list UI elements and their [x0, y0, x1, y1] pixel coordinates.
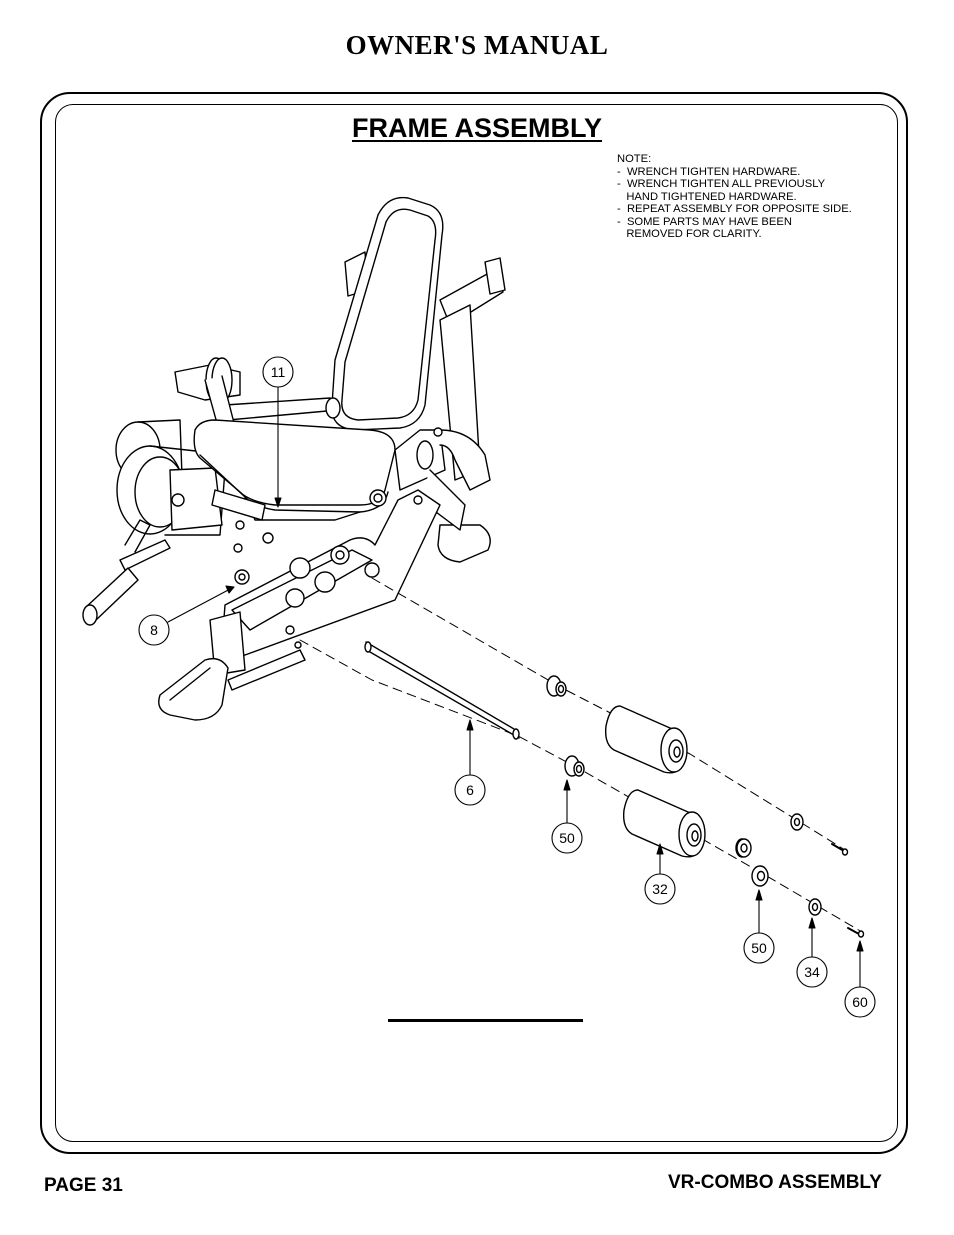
note-line: - REPEAT ASSEMBLY FOR OPPOSITE SIDE. — [617, 203, 852, 215]
part-washer-hole — [811, 902, 819, 912]
document-name: VR-COMBO ASSEMBLY — [668, 1172, 882, 1193]
callout-label: 8 — [150, 622, 158, 638]
part-washer-hole — [793, 817, 801, 827]
part-bolt — [831, 843, 849, 856]
manual-title: OWNER'S MANUAL — [345, 30, 609, 60]
callout-60: 60 — [844, 986, 876, 1018]
note-line: HAND TIGHTENED HARDWARE. — [617, 190, 797, 203]
callout-label: 50 — [751, 940, 767, 956]
part-bushing — [751, 865, 769, 887]
callout-50-left: 50 — [551, 822, 583, 854]
callout-50-right: 50 — [743, 932, 775, 964]
callout-label: 50 — [559, 830, 575, 846]
callout-34: 34 — [796, 956, 828, 988]
callout-label: 6 — [466, 782, 474, 798]
part-rod — [364, 641, 520, 740]
part-bushing-hole — [756, 870, 766, 882]
callout-label: 11 — [271, 364, 286, 380]
machine-illustration — [82, 196, 506, 721]
part-roller-pad — [622, 789, 706, 858]
part-washer — [790, 813, 804, 831]
note-line: - WRENCH TIGHTEN HARDWARE. — [617, 165, 801, 178]
section-title: FRAME ASSEMBLY — [352, 113, 603, 143]
note-line: - SOME PARTS MAY HAVE BEEN — [617, 215, 792, 228]
page-number: PAGE 31 — [44, 1175, 123, 1196]
part-washer — [808, 898, 822, 916]
callout-label: 60 — [852, 994, 868, 1010]
callout-8: 8 — [138, 614, 170, 646]
inner-frame — [55, 104, 898, 1142]
note-line: NOTE: — [617, 153, 652, 165]
callout-6: 6 — [454, 774, 486, 806]
part-bolt — [847, 927, 865, 938]
callout-32: 32 — [644, 873, 676, 905]
part-roller-pad — [604, 705, 688, 774]
note-line: - WRENCH TIGHTEN ALL PREVIOUSLY — [617, 178, 826, 190]
divider-rule — [388, 1019, 583, 1022]
note-line: REMOVED FOR CLARITY. — [617, 228, 762, 240]
callout-label: 34 — [804, 964, 820, 980]
part-bushing-top-hole — [740, 843, 748, 853]
part-bushing — [546, 675, 567, 697]
outer-frame — [40, 92, 908, 1154]
callout-label: 32 — [652, 881, 668, 897]
assembly-note: NOTE: - WRENCH TIGHTEN HARDWARE. - WRENC… — [617, 153, 852, 241]
part-bushing-top — [736, 838, 752, 858]
part-bushing — [564, 755, 585, 777]
callout-11: 11 — [262, 356, 294, 388]
